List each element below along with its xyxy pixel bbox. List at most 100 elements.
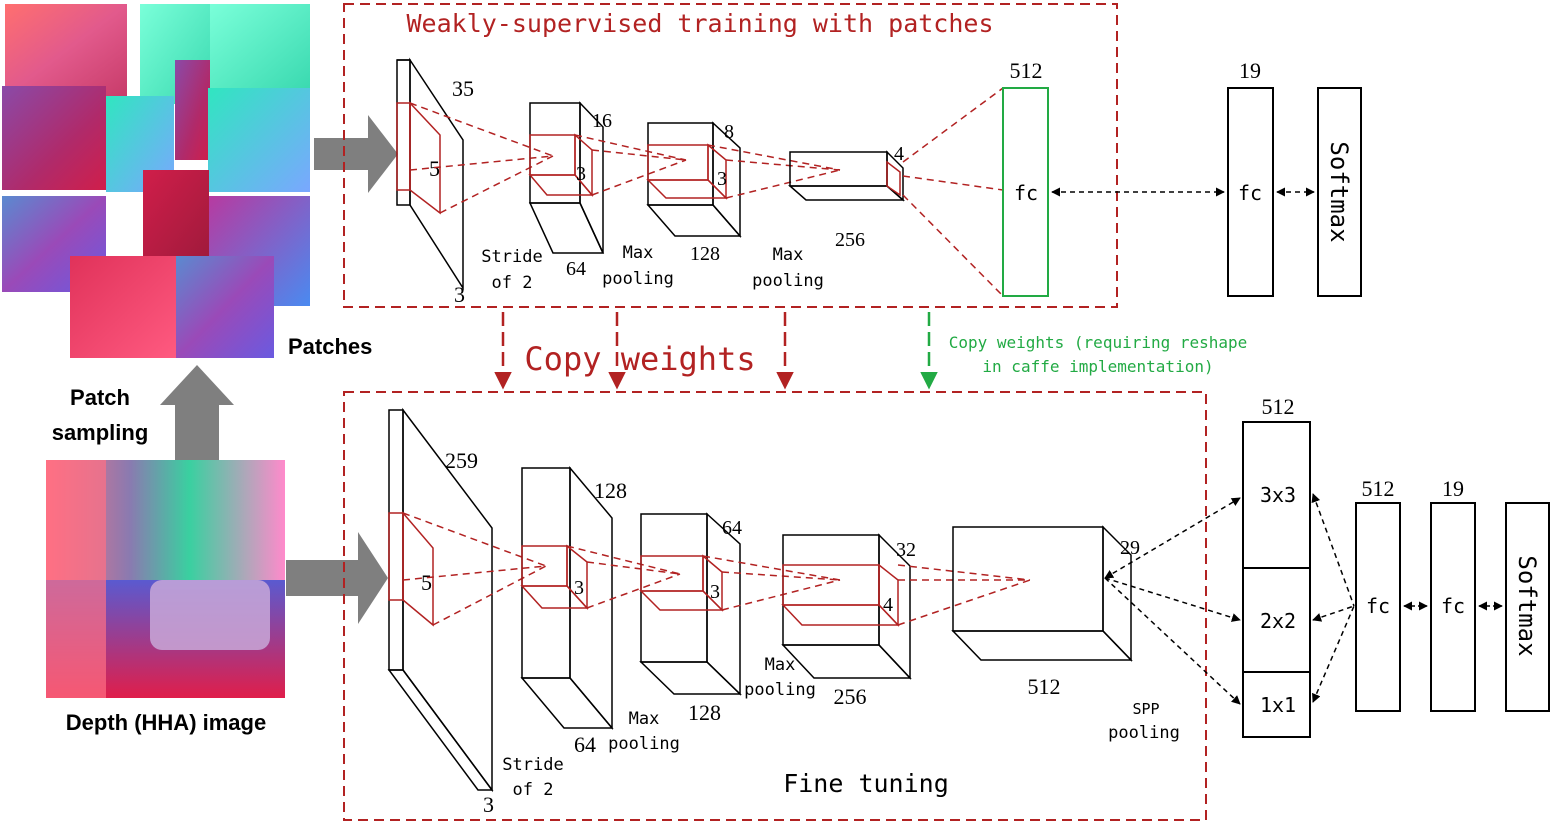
top-projection-3c bbox=[725, 169, 841, 199]
top-network-frame bbox=[343, 3, 1118, 308]
bottom-conv4-note1: SPP bbox=[1132, 700, 1159, 718]
bottom-projection-4c bbox=[897, 579, 1031, 626]
bottom-input-height: 259 bbox=[445, 448, 478, 473]
top-conv2-kernel bbox=[646, 143, 728, 200]
top-conv1-height: 16 bbox=[592, 110, 612, 132]
bottom-network-footer: Fine tuning bbox=[783, 769, 949, 798]
bottom-input-note1: Stride bbox=[502, 755, 563, 775]
bottom-projection-3b bbox=[721, 571, 841, 581]
bottom-spp-layer bbox=[1242, 421, 1311, 738]
bottom-conv3-channels: 256 bbox=[834, 684, 867, 709]
bottom-conv3-height: 32 bbox=[896, 539, 916, 561]
bottom-projection-2c bbox=[586, 573, 681, 609]
top-conv2-kernel-size: 3 bbox=[717, 168, 727, 190]
bottom-projection-2a bbox=[566, 545, 681, 575]
top-conv1-channels: 64 bbox=[566, 258, 586, 280]
top-conv3-channels: 256 bbox=[835, 229, 865, 251]
bottom-input-kernel bbox=[388, 510, 434, 627]
bottom-projection-2b bbox=[586, 561, 681, 575]
bottom-fc2-label: fc bbox=[1441, 594, 1465, 618]
top-projection-2a bbox=[574, 134, 687, 161]
bottom-conv1-layer bbox=[520, 465, 614, 731]
bottom-softmax-layer bbox=[1505, 502, 1550, 712]
bottom-input-kernel-size: 5 bbox=[421, 570, 432, 595]
depth-hha-image bbox=[46, 460, 285, 698]
bottom-conv2-kernel-size: 3 bbox=[710, 581, 720, 603]
top-fc1-layer bbox=[1002, 87, 1049, 297]
top-projection-3a bbox=[707, 144, 841, 171]
top-fc2-size: 19 bbox=[1239, 58, 1261, 83]
top-conv1-kernel-size: 3 bbox=[576, 163, 586, 185]
bottom-projection-4a bbox=[897, 564, 1031, 581]
bottom-spp-bin-2x2: 2x2 bbox=[1260, 609, 1296, 633]
top-conv3-height: 4 bbox=[894, 143, 904, 165]
copy-weights-green-line1: Copy weights (requiring reshape bbox=[949, 333, 1248, 352]
bottom-conv4-height: 29 bbox=[1120, 537, 1140, 559]
top-input-height: 35 bbox=[452, 76, 474, 101]
top-input-kernel-size: 5 bbox=[429, 156, 440, 181]
bottom-conv1-kernel-size: 3 bbox=[574, 577, 584, 599]
patch-sampling-label-line1: Patch bbox=[70, 385, 130, 410]
patch-sampling-arrow bbox=[160, 365, 234, 462]
top-conv1-note2: of 2 bbox=[492, 273, 533, 293]
bottom-projection-1c bbox=[432, 565, 547, 626]
bottom-input-arrow bbox=[286, 532, 388, 624]
bottom-conv3-kernel bbox=[781, 563, 900, 627]
bottom-projection-3c bbox=[721, 579, 841, 611]
top-projection-3b bbox=[725, 159, 841, 171]
top-conv2-note2: pooling bbox=[602, 269, 674, 289]
top-conv3-note2: pooling bbox=[752, 271, 824, 291]
bottom-fc1-label: fc bbox=[1366, 594, 1390, 618]
bottom-softmax-label: Softmax bbox=[1513, 555, 1541, 656]
top-conv2-note1: Max bbox=[623, 243, 654, 263]
bottom-fc2-size: 19 bbox=[1442, 476, 1464, 501]
top-projection-1c bbox=[439, 155, 554, 214]
depth-image-label: Depth (HHA) image bbox=[66, 710, 266, 735]
copy-weights-label: Copy weights bbox=[524, 340, 755, 378]
top-projection-2c bbox=[591, 159, 687, 196]
bottom-conv4-note2: pooling bbox=[1108, 723, 1180, 743]
copy-weights-green-line2: in caffe implementation) bbox=[982, 357, 1213, 376]
top-fc1-size: 512 bbox=[1010, 58, 1043, 83]
bottom-conv4-layer bbox=[951, 525, 1133, 662]
top-projection-4b bbox=[902, 175, 1004, 191]
top-conv3-layer bbox=[788, 150, 905, 202]
bottom-conv2-channels: 128 bbox=[688, 700, 721, 725]
top-conv2-channels: 128 bbox=[690, 243, 720, 265]
top-projection-1a bbox=[409, 102, 554, 157]
bottom-network-frame bbox=[343, 391, 1207, 821]
top-fc2-layer bbox=[1227, 87, 1274, 297]
bottom-conv4-channels: 512 bbox=[1028, 674, 1061, 699]
patches-label: Patches bbox=[288, 334, 372, 359]
top-projection-2b bbox=[591, 149, 687, 161]
top-conv1-note1: Stride bbox=[481, 247, 542, 267]
patches-collage bbox=[2, 4, 310, 358]
top-softmax-layer bbox=[1317, 87, 1362, 297]
bottom-conv1-note1: Max bbox=[629, 709, 660, 729]
bottom-spp-size: 512 bbox=[1262, 394, 1295, 419]
bottom-conv2-note2: pooling bbox=[744, 680, 816, 700]
top-fc1-label: fc bbox=[1014, 181, 1038, 205]
top-input-arrow bbox=[314, 115, 398, 193]
top-input-depth: 3 bbox=[454, 282, 465, 307]
bottom-projection-1a bbox=[402, 512, 547, 567]
patch-sampling-label-line2: sampling bbox=[52, 420, 149, 445]
top-conv3-note1: Max bbox=[773, 245, 804, 265]
bottom-input-note2: of 2 bbox=[513, 780, 554, 800]
bottom-conv1-channels: 64 bbox=[574, 732, 596, 757]
bottom-conv1-height: 128 bbox=[594, 478, 627, 503]
bottom-conv1-note2: pooling bbox=[608, 734, 680, 754]
bottom-input-depth: 3 bbox=[483, 792, 494, 817]
top-projection-4c bbox=[902, 194, 1004, 297]
bottom-fc1-layer bbox=[1355, 502, 1401, 712]
top-network-title: Weakly-supervised training with patches bbox=[407, 9, 994, 38]
top-softmax-label: Softmax bbox=[1325, 141, 1353, 242]
copy-weights-arrows bbox=[494, 312, 938, 390]
bottom-projection-3a bbox=[702, 555, 841, 581]
bottom-conv2-note1: Max bbox=[765, 655, 796, 675]
bottom-spp-bin-1x1: 1x1 bbox=[1260, 693, 1296, 717]
bottom-conv2-layer bbox=[639, 512, 742, 696]
top-conv3-kernel bbox=[886, 160, 901, 197]
bottom-spp-bin-3x3: 3x3 bbox=[1260, 483, 1296, 507]
